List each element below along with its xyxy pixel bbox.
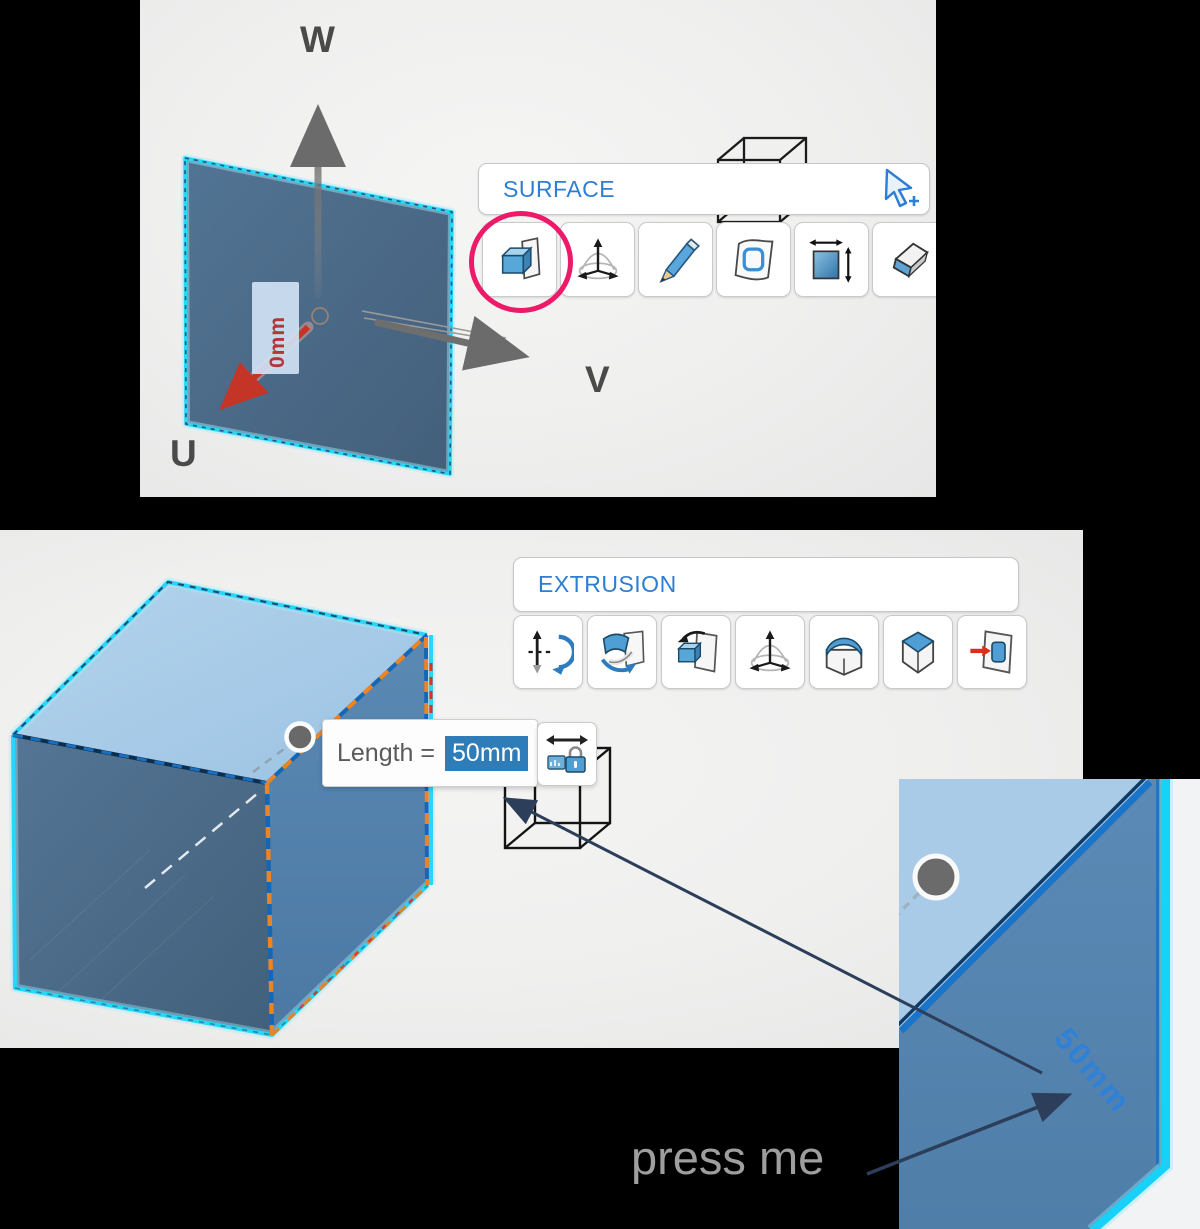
w-axis-label: W [300, 19, 335, 60]
extrude-reverse-icon [676, 630, 718, 673]
press-me-caption: press me [631, 1131, 825, 1184]
chamfer-button[interactable] [883, 615, 953, 689]
origin-marker[interactable] [311, 307, 329, 325]
face-shading [29, 849, 216, 1011]
sketch-pencil-button[interactable] [638, 222, 713, 297]
sketch-viewport: 0mm W V U SURFACE [140, 0, 936, 497]
drag-handle[interactable] [284, 721, 316, 753]
length-label: Length = [337, 738, 436, 767]
extrusion-axis-dashed [144, 792, 259, 889]
dimension-icon [808, 238, 851, 283]
detail-drag-handle[interactable] [912, 853, 960, 901]
surface-patch-icon [734, 238, 773, 280]
cube-top-face[interactable] [13, 582, 427, 783]
cube-selection-outline [8, 577, 436, 1040]
eraser-button[interactable] [872, 222, 936, 297]
push-pull-face-button[interactable] [957, 615, 1027, 689]
eraser-icon [892, 242, 929, 278]
extrusion-command-label: EXTRUSION [538, 571, 677, 597]
length-value-field[interactable]: 50mm [445, 735, 529, 771]
surface-command-box[interactable]: SURFACE [478, 163, 930, 215]
surface-command-label: SURFACE [503, 175, 616, 202]
cube-left-face[interactable] [13, 735, 272, 1035]
revolve-drag-icon [600, 630, 645, 674]
extrusion-axis-dashed [252, 744, 289, 774]
sketch-pencil-icon [658, 237, 700, 283]
revolve-drag-button[interactable] [587, 615, 657, 689]
cursor-plus-icon [884, 168, 919, 208]
v-axis-arrow[interactable] [374, 315, 530, 371]
fillet-icon [825, 637, 863, 676]
fillet-button[interactable] [809, 615, 879, 689]
surface-patch-button[interactable] [716, 222, 791, 297]
chamfer-icon [901, 631, 935, 674]
orient-triad-button[interactable] [560, 222, 635, 297]
extrusion-toolbar [513, 615, 1027, 689]
dimension-lock-icon [546, 735, 588, 773]
detail-selection-edge [1089, 779, 1170, 1229]
orient-triad-button[interactable] [735, 615, 805, 689]
extrude-surface-icon [500, 236, 540, 280]
v-axis-label: V [585, 359, 610, 400]
push-pull-face-icon [970, 630, 1013, 674]
orient-triad-icon [749, 630, 791, 672]
extrusion-command-box[interactable]: EXTRUSION [513, 557, 1019, 612]
flip-direction-button[interactable] [513, 615, 583, 689]
dimension-lock-button[interactable] [537, 722, 597, 786]
surface-toolbar [482, 222, 936, 297]
orient-triad-icon [576, 237, 619, 279]
flip-direction-icon [528, 630, 574, 675]
origin-dimension-label[interactable]: 0mm [252, 282, 299, 374]
cube-edge [12, 733, 268, 785]
zoom-detail-view: 50mm [899, 779, 1200, 1229]
extrude-reverse-button[interactable] [661, 615, 731, 689]
origin-dimension-text: 0mm [266, 316, 289, 368]
sketch-viewport-canvas: 0mm W V U [170, 19, 808, 478]
length-tooltip: Length = 50mm [322, 719, 538, 787]
zoom-detail-canvas: 50mm [899, 779, 1200, 1229]
u-axis-label: U [170, 433, 197, 474]
dimension-button[interactable] [794, 222, 869, 297]
extrude-surface-button[interactable] [482, 222, 557, 297]
